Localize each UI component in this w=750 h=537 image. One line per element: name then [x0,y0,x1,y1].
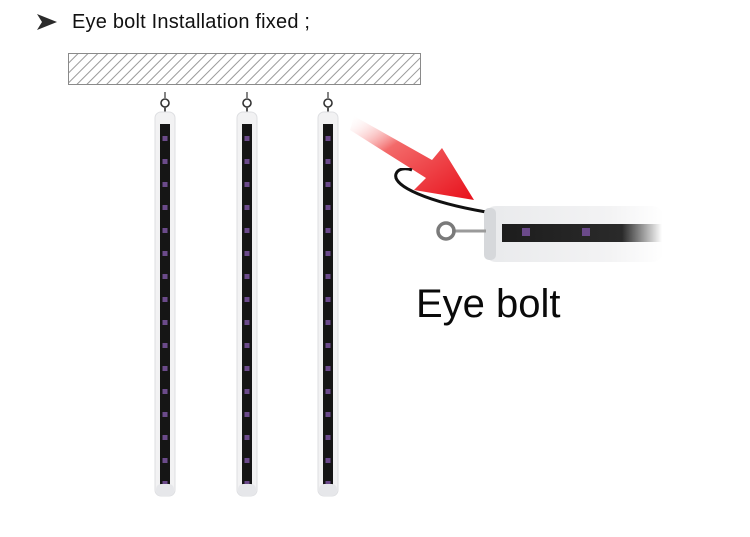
led-tube-2 [234,92,260,502]
page-title: Eye bolt Installation fixed ; [72,10,311,33]
right-arrow-bullet-icon [37,14,57,30]
eye-bolt-label: Eye bolt [416,282,561,326]
eye-hook-icon [242,98,252,108]
page-header: Eye bolt Installation fixed ; [36,7,310,37]
led-tube-1 [152,92,178,502]
eye-hook-icon [160,98,170,108]
ceiling-mount [68,53,421,85]
led-tube-3 [315,92,341,502]
eye-bolt-detail [394,168,663,262]
callout-arrow-icon [350,116,474,200]
eye-hook-icon [323,98,333,108]
